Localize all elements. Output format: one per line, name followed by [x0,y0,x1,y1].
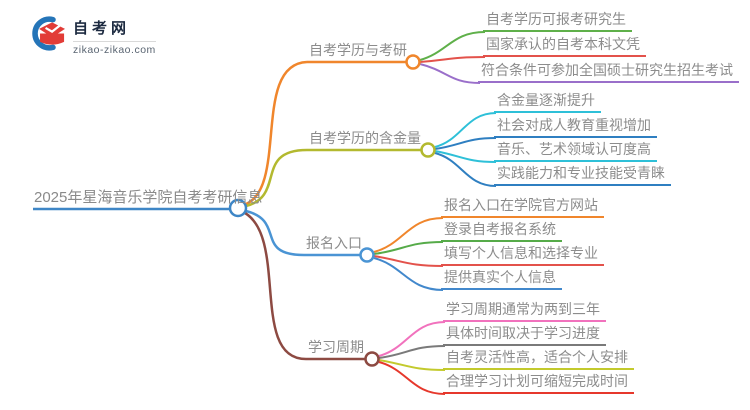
site-url: zikao-zikao.com [73,40,156,56]
leaf-node: 音乐、艺术领域认可度高 [494,140,657,162]
leaf-node: 自考学历可报考研究生 [483,10,632,32]
leaf-curve [378,321,446,357]
branch-curve [245,209,305,257]
leaf-node: 报名入口在学院官方网站 [441,196,604,218]
central-topic: 2025年星海音乐学院自考考研信息 [34,189,263,206]
leaf-node: 具体时间取决于学习进度 [443,324,606,346]
leaf-curve [434,152,497,187]
leaf-node: 符合条件可参加全国硕士研究生招生考试 [478,61,739,83]
leaf-node: 学习周期通常为两到三年 [443,300,606,322]
branch-label-study-period: 学习周期 [308,339,364,355]
branch-curve [245,148,308,208]
leaf-curve [373,241,444,255]
graduation-cap-crescent-icon [28,15,65,57]
leaf-curve [419,31,486,61]
leaf-node: 国家承认的自考本科文凭 [483,35,646,57]
site-name: 自考网 [73,19,131,37]
leaf-node: 填写个人信息和选择专业 [441,244,604,266]
leaf-curve [434,137,497,150]
leaf-node: 社会对成人教育重视增加 [494,116,657,138]
branch-label-degree-value: 自考学历的含金量 [309,130,421,146]
leaf-node: 实践能力和专业技能受青睐 [494,164,671,186]
leaf-node: 提供真实个人信息 [441,268,562,290]
leaf-curve [378,361,446,395]
leaf-curve [373,217,444,253]
leaf-curve [419,56,486,63]
leaf-curve [434,112,497,148]
leaf-curve [378,359,446,371]
branch-junction-circle [405,54,421,70]
branch-curve [245,60,308,206]
branch-label-exam-eligibility: 自考学历与考研 [309,42,407,58]
leaf-node: 含金量逐渐提升 [494,91,601,113]
site-logo: 自考网 zikao-zikao.com [28,15,168,57]
branch-junction-circle [420,142,436,158]
central-junction-circle [228,198,248,218]
branch-label-registration: 报名入口 [306,235,362,251]
branch-junction-circle [364,351,380,367]
leaf-node: 自考灵活性高，适合个人安排 [443,348,634,370]
leaf-curve [434,150,497,163]
branch-junction-circle [359,247,375,263]
leaf-curve [378,345,446,359]
leaf-curve [419,63,481,84]
leaf-curve [373,257,444,291]
leaf-node: 合理学习计划可缩短完成时间 [443,372,634,394]
leaf-node: 登录自考报名系统 [441,220,562,242]
leaf-curve [373,255,444,267]
branch-curve [244,211,307,361]
